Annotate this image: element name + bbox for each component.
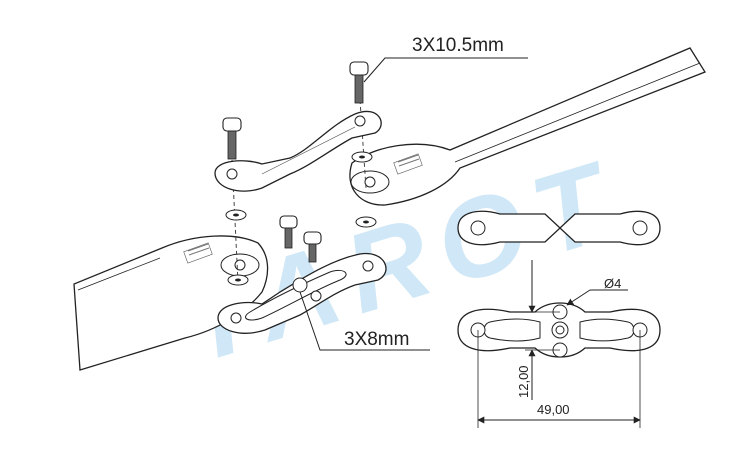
clamp-dimension-view — [457, 260, 661, 428]
washer-icon — [227, 274, 249, 286]
blade-label-icon — [393, 153, 423, 175]
screw-icon — [222, 117, 242, 160]
washer-icon — [355, 216, 377, 228]
clamp-side-view — [457, 210, 661, 246]
washer-icon — [225, 209, 247, 221]
screw-icon — [303, 231, 322, 263]
height-dimension-label: 12,00 — [516, 365, 531, 398]
callout-leaders — [299, 57, 528, 351]
screw-short-label: 3X8mm — [344, 329, 409, 350]
hole-diameter-label: Ø4 — [604, 276, 621, 291]
propeller-blade-right — [349, 47, 706, 206]
blade-label-icon — [183, 242, 213, 264]
propeller-blade-left — [73, 235, 269, 371]
width-dimension-label: 49,00 — [537, 402, 570, 417]
washer-icon — [351, 151, 373, 163]
screw-long-label: 3X10.5mm — [412, 35, 504, 56]
blade-clamp-icon-bottom — [217, 252, 387, 334]
blade-clamp-icon-top — [214, 110, 382, 192]
screw-icon — [349, 61, 369, 104]
screw-icon — [279, 215, 298, 249]
